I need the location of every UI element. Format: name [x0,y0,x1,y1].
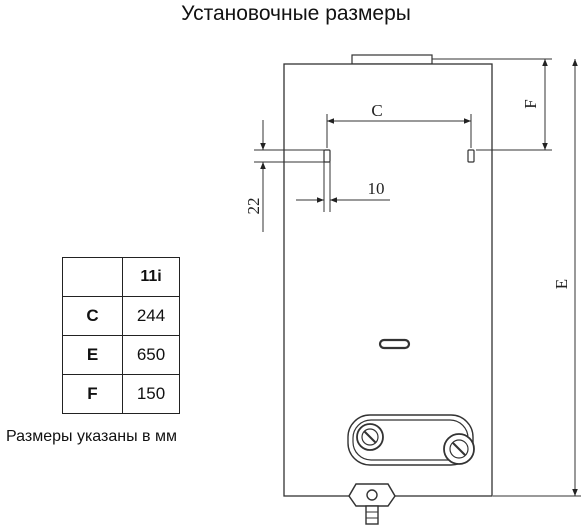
table-value-cell: 244 [122,296,180,336]
table-row: C 244 [62,296,180,336]
dimension-c-label: C [371,101,382,120]
dimensions-table: 11i C 244 E 650 F 150 [62,257,180,414]
table-row: E 650 [62,335,180,375]
table-value-cell: 150 [122,374,180,414]
left-mounting-hole [323,149,331,163]
table-key-cell: F [62,374,123,414]
top-bracket [351,54,433,65]
flame-window [378,338,411,350]
dimension-22-label: 22 [244,198,263,215]
units-note: Размеры указаны в мм [6,428,177,445]
table-header-cell [62,257,123,297]
dimension-f: F [432,58,552,151]
gas-knob-icon [443,433,475,465]
dimension-f-label: F [521,99,540,108]
dimension-c: C [326,101,472,148]
dimension-e-label: E [552,279,571,289]
dimension-10: 10 [296,162,390,212]
right-mounting-hole [467,149,475,163]
dimension-22: 22 [244,120,324,232]
page-title: Установочные размеры [181,2,411,25]
dimension-e: E [493,59,581,497]
control-panel [347,414,475,466]
table-row: F 150 [62,374,180,414]
water-knob-icon [356,423,384,451]
dimension-10-label: 10 [368,179,385,198]
table-header-cell: 11i [122,257,180,297]
bottom-fitting-icon [348,483,396,525]
table-value-cell: 650 [122,335,180,375]
table-header-row: 11i [62,257,180,297]
